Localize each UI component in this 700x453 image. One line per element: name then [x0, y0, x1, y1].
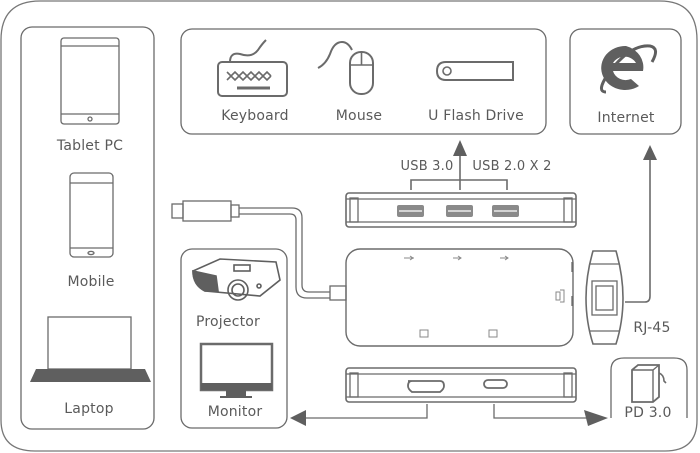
pd-line: [493, 404, 588, 419]
power-panel: [610, 357, 688, 418]
mobile-label: Mobile: [67, 274, 115, 290]
monitor-arrow: [290, 410, 306, 426]
usb-symbol-2: [453, 255, 462, 261]
hdmi-port: [407, 380, 445, 393]
rj45-line: [625, 160, 651, 303]
usb-device-panel: [180, 28, 547, 135]
usb-bracket: [410, 179, 508, 190]
usb3-label: USB 3.0: [400, 159, 454, 174]
flash-drive-label: U Flash Drive: [428, 108, 524, 124]
mobile-icon: [69, 172, 114, 258]
hdmi-line: [300, 404, 428, 419]
pd-label: PD 3.0: [624, 405, 672, 421]
monitor-icon: [199, 342, 274, 392]
hub-usb-side: [345, 192, 577, 228]
internet-label: Internet: [597, 110, 655, 126]
projector-label: Projector: [195, 314, 261, 330]
tablet-icon: [60, 37, 120, 125]
monitor-label: Monitor: [207, 404, 263, 420]
usb-symbol-3: [500, 255, 509, 261]
rj45-module: [585, 250, 624, 345]
projector-icon: [192, 258, 281, 301]
usb-symbol-1: [404, 255, 414, 261]
keyboard-label: Keyboard: [221, 108, 289, 124]
mouse-icon: [317, 40, 374, 95]
internet-up-arrow: [643, 145, 657, 160]
monitor-foot: [220, 396, 252, 398]
usb-c-port: [483, 379, 508, 389]
laptop-base: [30, 369, 151, 382]
power-adapter-icon: [631, 364, 667, 403]
hdmi-symbol: [419, 329, 429, 338]
laptop-icon: [47, 316, 132, 370]
left-device-panel: [20, 26, 155, 430]
display-panel: [180, 248, 288, 429]
hub-video-side: [345, 367, 577, 403]
usb2-label: USB 2.0 X 2: [472, 159, 552, 174]
keyboard-icon: [217, 39, 288, 97]
pd-arrow: [584, 410, 608, 426]
hub-port-icons: [404, 255, 565, 338]
usb-c-cable: [171, 200, 347, 301]
rj45-label: RJ-45: [633, 320, 671, 336]
hub-body: [345, 248, 574, 347]
mouse-label: Mouse: [335, 108, 383, 124]
usbc-symbol: [488, 329, 498, 338]
internet-explorer-icon: [600, 44, 657, 94]
flash-drive-icon: [435, 61, 514, 81]
monitor-stand: [226, 390, 246, 396]
usb-up-arrow: [453, 140, 467, 156]
ethernet-symbol: [555, 289, 565, 303]
internet-panel: [569, 28, 682, 135]
laptop-label: Laptop: [64, 401, 114, 417]
tablet-label: Tablet PC: [56, 138, 124, 154]
